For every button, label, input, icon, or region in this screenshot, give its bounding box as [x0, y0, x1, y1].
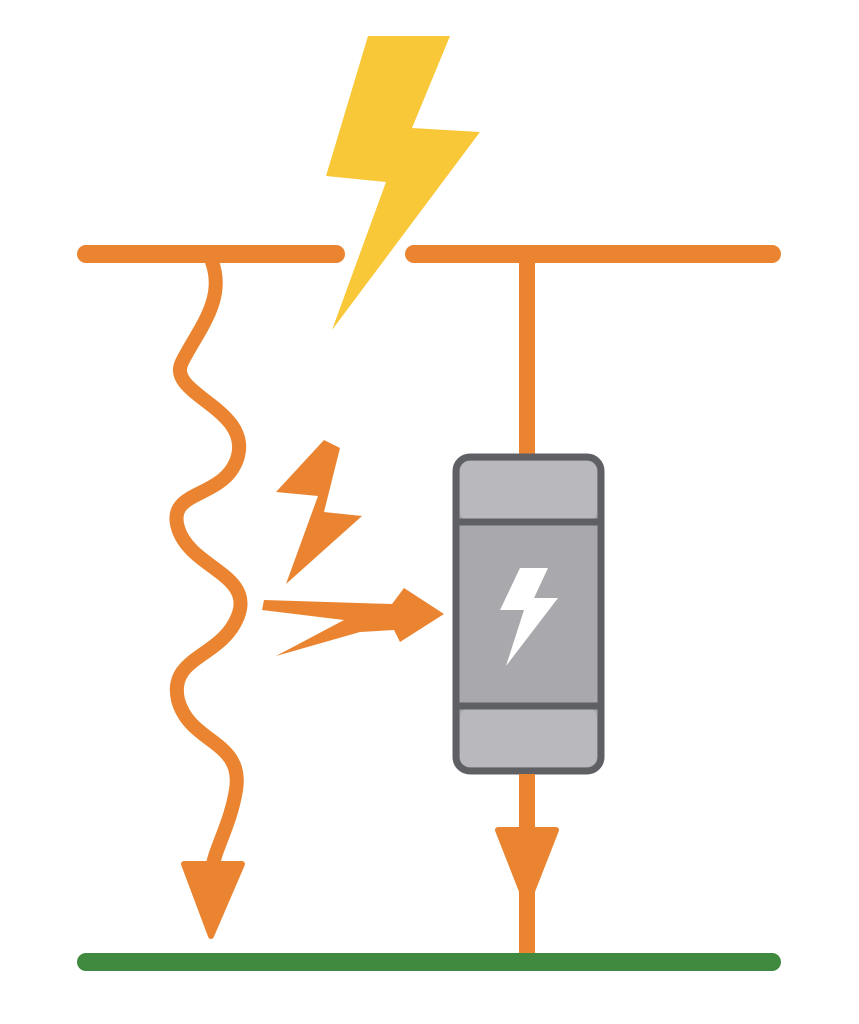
surge-wave-path	[169, 255, 248, 877]
surge-wave-arrowhead	[181, 861, 245, 939]
main-lightning-bolt-icon	[326, 36, 480, 330]
surge-spark-icon	[276, 440, 362, 584]
device-ground-arrowhead	[495, 827, 559, 907]
surge-arrow-to-device	[262, 588, 444, 656]
device-bottom-cap	[460, 708, 597, 767]
surge-protector-device	[452, 453, 605, 775]
device-top-cap	[460, 461, 597, 521]
device-lightning-icon	[500, 568, 558, 666]
